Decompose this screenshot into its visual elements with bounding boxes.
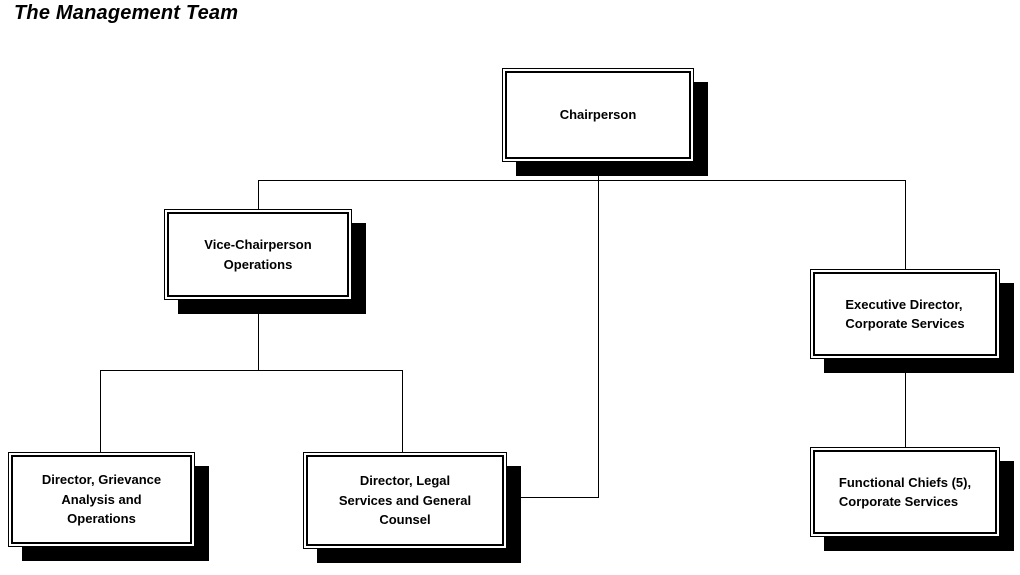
node-functional-chiefs-corporate-services[interactable]: Functional Chiefs (5), Corporate Service… (810, 447, 1014, 551)
node-label-director-grievance: Director, Grievance Analysis and Operati… (41, 472, 162, 527)
node-inner: Director, Legal Services and General Cou… (306, 455, 504, 546)
connector-bus-to-executive-director (905, 180, 906, 270)
connector-bus-to-vice-chairperson (258, 180, 259, 210)
connector-chairperson-to-legal-horizontal (509, 497, 599, 498)
node-frame: Vice-Chairperson Operations (164, 209, 352, 300)
node-chairperson[interactable]: Chairperson (502, 68, 708, 176)
node-frame: Executive Director, Corporate Services (810, 269, 1000, 359)
node-frame: Director, Grievance Analysis and Operati… (8, 452, 195, 547)
node-inner: Functional Chiefs (5), Corporate Service… (813, 450, 997, 534)
node-vice-chairperson-operations[interactable]: Vice-Chairperson Operations (164, 209, 366, 314)
node-label-functional-chiefs: Functional Chiefs (5), Corporate Service… (838, 474, 972, 510)
connector-bus-to-director-legal (402, 370, 403, 453)
node-executive-director-corporate-services[interactable]: Executive Director, Corporate Services (810, 269, 1014, 373)
node-inner: Chairperson (505, 71, 691, 159)
connector-vice-chairperson-stem (258, 300, 259, 371)
node-label-director-legal: Director, Legal Services and General Cou… (338, 473, 472, 528)
node-frame: Director, Legal Services and General Cou… (303, 452, 507, 549)
node-inner: Director, Grievance Analysis and Operati… (11, 455, 192, 544)
node-label-vice-chairperson: Vice-Chairperson Operations (204, 237, 312, 272)
node-label-executive-director: Executive Director, Corporate Services (845, 296, 965, 332)
connector-bus-to-director-grievance (100, 370, 101, 453)
page-title: The Management Team (14, 2, 239, 24)
node-frame: Functional Chiefs (5), Corporate Service… (810, 447, 1000, 537)
connector-chairperson-to-legal-vertical (598, 180, 599, 498)
node-inner: Vice-Chairperson Operations (167, 212, 349, 297)
connector-vice-chairperson-bus (100, 370, 402, 371)
connector-main-bus (258, 180, 906, 181)
node-frame: Chairperson (502, 68, 694, 162)
connector-executive-director-to-functional-chiefs (905, 359, 906, 448)
node-director-grievance-analysis-operations[interactable]: Director, Grievance Analysis and Operati… (8, 452, 209, 561)
node-inner: Executive Director, Corporate Services (813, 272, 997, 356)
node-label-chairperson: Chairperson (559, 107, 637, 123)
node-director-legal-services-general-counsel[interactable]: Director, Legal Services and General Cou… (303, 452, 521, 563)
